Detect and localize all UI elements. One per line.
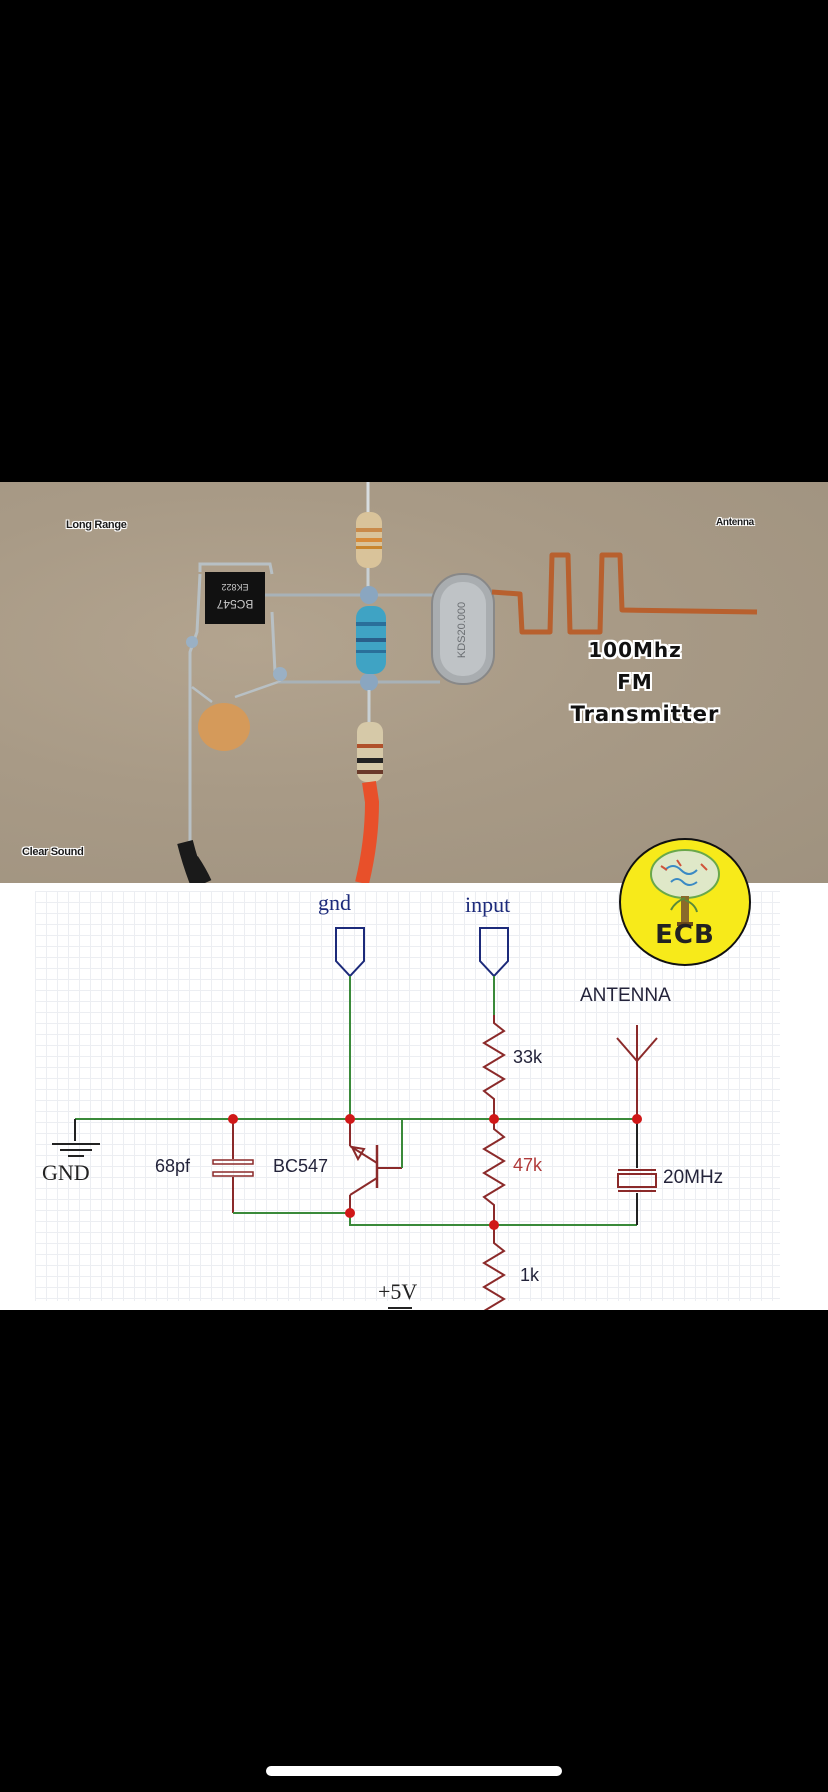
circuit-photo: BC547 EK822 KDS20.000 Long Range Clear S… <box>0 482 828 883</box>
transistor-lead <box>188 573 202 862</box>
copper-antenna <box>491 552 758 635</box>
resistor-47k-label: 47k <box>513 1155 543 1175</box>
transistor-label: BC547 <box>273 1156 329 1176</box>
svg-text:EK822: EK822 <box>221 582 248 592</box>
title-line-fm: FM <box>617 670 653 694</box>
ceramic-capacitor <box>198 703 250 751</box>
solder-joint <box>360 673 378 691</box>
transistor-body <box>205 572 265 624</box>
resistor-47k <box>482 1119 506 1225</box>
resistor-1k <box>482 1225 506 1310</box>
resistor-33k-label: 33k <box>513 1047 543 1067</box>
junction <box>345 1114 355 1124</box>
junction <box>489 1114 499 1124</box>
gnd-pin-symbol <box>335 927 365 978</box>
resistor-1k-label: 1k <box>520 1265 540 1285</box>
brain-tree-icon <box>650 849 720 926</box>
red-wire <box>355 780 380 883</box>
title-line-transmitter: Transmitter <box>570 702 720 726</box>
transistor-bc547-symbol <box>349 1119 402 1213</box>
crystal-marking: KDS20.000 <box>456 602 468 658</box>
resistor-bottom <box>357 722 383 782</box>
capacitor-label: 68pf <box>155 1156 191 1176</box>
junction <box>228 1114 238 1124</box>
wire <box>401 1118 494 1168</box>
antenna-label: ANTENNA <box>580 985 671 1006</box>
ground-label: GND <box>42 1160 90 1185</box>
input-pin-symbol <box>479 927 509 978</box>
photo-illustration: BC547 EK822 KDS20.000 <box>177 482 758 883</box>
junction <box>489 1220 499 1230</box>
label-long-range: Long Range <box>66 519 127 531</box>
schematic-wires <box>52 927 658 1310</box>
label-clear-sound: Clear Sound <box>22 846 84 858</box>
junction-dots <box>228 1114 642 1230</box>
resistor-33k <box>482 1015 506 1119</box>
transistor-marking: BC547 <box>216 597 253 611</box>
crystal-label: 20MHz <box>663 1167 724 1188</box>
title-line-frequency: 100Mhz <box>588 638 682 662</box>
junction <box>345 1208 355 1218</box>
logo-text: ECB <box>655 920 715 950</box>
junction <box>632 1114 642 1124</box>
gnd-pin-label: gnd <box>318 890 351 915</box>
ecb-logo: ECB <box>619 838 751 966</box>
input-pin-label: input <box>465 892 511 917</box>
label-antenna: Antenna <box>716 517 754 528</box>
solder-joint <box>360 586 378 604</box>
capacitor-68pf <box>212 1159 254 1165</box>
supply-label: +5V <box>378 1279 418 1304</box>
home-indicator[interactable] <box>266 1766 562 1776</box>
